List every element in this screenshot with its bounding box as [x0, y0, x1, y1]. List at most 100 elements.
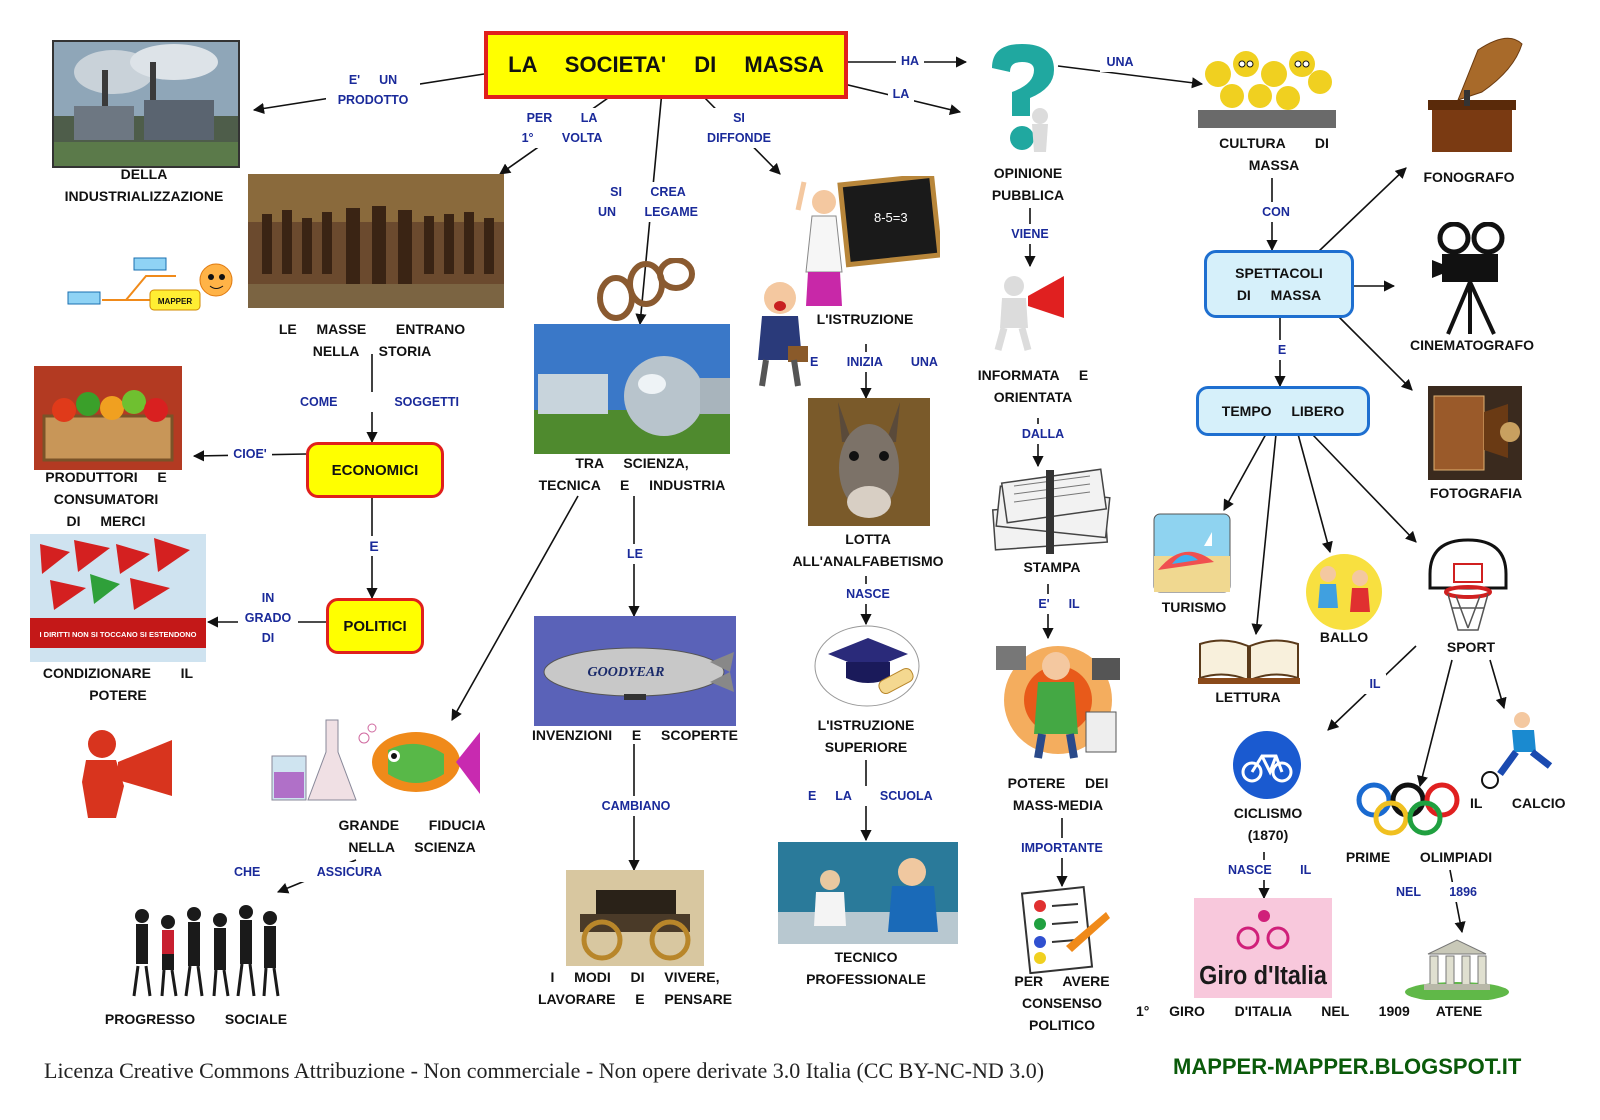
- link-con: CON: [1256, 202, 1296, 222]
- donkey-image: [808, 398, 930, 526]
- link-una: UNA: [1100, 52, 1140, 72]
- link-il: IL: [1364, 674, 1386, 694]
- arrow-sport-calcio: [1489, 659, 1507, 710]
- node-cultura-di-massa: CULTURA DI MASSA: [1219, 135, 1329, 173]
- link-e-spettacoli-tempo: E: [1272, 340, 1292, 360]
- link-dalla: DALLA: [1016, 424, 1070, 444]
- node-consenso-politico: PER AVERE CONSENSO POLITICO: [1014, 973, 1110, 1033]
- node-potere-mass-media: POTERE DEI MASS-MEDIA: [1007, 775, 1109, 813]
- lab-glassware-and-fish-image: [268, 716, 484, 806]
- node-istruzione-superiore: L'ISTRUZIONE SUPERIORE: [817, 717, 915, 755]
- arrow-spettacoli-fotografia: [1333, 311, 1413, 391]
- node-spettacoli-di-massa: SPETTACOLI DI MASSA: [1204, 250, 1354, 318]
- megaphone-figure-image: [988, 266, 1072, 352]
- node-sport: SPORT: [1446, 639, 1496, 655]
- graduation-cap-icon: [812, 624, 922, 708]
- node-invenzioni-scoperte: INVENZIONI E SCOPERTE: [531, 727, 739, 743]
- link-in-grado-di: IN GRADO DI: [238, 588, 298, 648]
- protest-flags-image: I DIRITTI NON SI TOCCANO SI ESTENDONO: [30, 534, 206, 662]
- arrow-scienza-fiducia: [451, 495, 579, 721]
- node-stampa: STAMPA: [1023, 559, 1081, 575]
- arrow-tempo-lettura: [1251, 433, 1277, 636]
- node-lotta-analfabetismo: LOTTA ALL'ANALFABETISMO: [792, 531, 944, 569]
- vintage-car-image: [566, 870, 704, 966]
- link-nasce-il: NASCE IL: [1226, 860, 1311, 880]
- link-come-soggetti: COME SOGGETTI: [298, 392, 459, 412]
- link-viene: VIENE: [1006, 224, 1054, 244]
- link-che-assicura: CHE ASSICURA: [232, 862, 382, 882]
- goodyear-logo-text: GOODYEAR: [587, 665, 664, 680]
- link-nasce: NASCE: [840, 584, 896, 604]
- crying-student-image: [748, 276, 814, 390]
- arrow-sport-olimpiadi: [1417, 659, 1453, 788]
- link-le: LE: [622, 544, 648, 564]
- node-tecnico-professionale: TECNICO PROFESSIONALE: [806, 949, 926, 987]
- node-scienza-tecnica-industria: TRA SCIENZA, TECNICA E INDUSTRIA: [538, 455, 726, 493]
- soccer-player-image: [1476, 708, 1560, 790]
- giro-italia-logo-image: Giro d'Italia: [1194, 898, 1332, 998]
- link-e-inizia-una: E INIZIA UNA: [808, 352, 938, 372]
- link-e-la-scuola: E LA SCUOLA: [806, 786, 933, 806]
- quarto-stato-painting-image: [248, 174, 504, 308]
- dancing-children-image: [1302, 550, 1386, 632]
- node-modi-vivere: I MODI DI VIVERE, LAVORARE E PENSARE: [537, 969, 733, 1007]
- node-tempo-libero: TEMPO LIBERO: [1196, 386, 1370, 436]
- node-industrializzazione: DELLA INDUSTRIALIZZAZIONE: [64, 166, 224, 204]
- bicycle-sign-icon: [1232, 730, 1302, 800]
- arrow-tempo-sport: [1311, 433, 1417, 543]
- node-informata-orientata: INFORMATA E ORIENTATA: [977, 367, 1089, 405]
- link-e-economici-politici: E: [364, 536, 384, 556]
- license-text: Licenza Creative Commons Attribuzione - …: [44, 1058, 1045, 1083]
- link-la: LA: [888, 84, 914, 104]
- arrow-spettacoli-fonografo: [1317, 167, 1407, 253]
- node-giro-italia-1909: 1° GIRO D'ITALIA NEL 1909: [1136, 1003, 1410, 1019]
- cartoon-intellectuals-image: [1198, 34, 1336, 128]
- node-turismo: TURISMO: [1161, 599, 1227, 615]
- antique-camera-image: [1428, 386, 1522, 480]
- mass-media-man-image: [994, 638, 1124, 760]
- arrow-tempo-turismo: [1223, 433, 1267, 511]
- gramophone-image: [1418, 30, 1526, 158]
- link-prodotto: E' UN PRODOTTO: [326, 70, 420, 110]
- dome-geode-image: [534, 324, 730, 454]
- greek-temple-image: [1402, 932, 1512, 1000]
- teacher-blackboard-image: 8-5=3: [790, 176, 940, 310]
- node-prime-olimpiadi: PRIME OLIMPIADI: [1345, 849, 1493, 865]
- blimp-image: GOODYEAR: [534, 616, 736, 726]
- mapper-mascot-image: MAPPER: [66, 256, 246, 316]
- node-opinione-pubblica: OPINIONE PUBBLICA: [991, 165, 1065, 203]
- link-cambiano: CAMBIANO: [594, 796, 678, 816]
- technical-lab-image: [778, 842, 958, 944]
- link-ha: HA: [896, 51, 924, 71]
- mapper-logo-text: MAPPER: [158, 297, 192, 306]
- map-title: LA SOCIETA' DI MASSA: [484, 31, 848, 99]
- link-per-la-prima-volta: PER LA 1° VOLTA: [516, 108, 608, 148]
- node-atene: ATENE: [1435, 1003, 1483, 1019]
- link-si-diffonde: SI DIFFONDE: [698, 108, 780, 148]
- link-e-il: E' IL: [1034, 594, 1084, 614]
- link-nel-1896: NEL 1896: [1394, 882, 1478, 902]
- node-produttori-consumatori: PRODUTTORI E CONSUMATORI DI MERCI: [45, 469, 167, 529]
- node-progresso-sociale: PROGRESSO SOCIALE: [104, 1011, 288, 1027]
- node-politici: POLITICI: [326, 598, 424, 654]
- chain-link-icon: [590, 258, 700, 322]
- basketball-hoop-icon: [1426, 538, 1510, 634]
- node-fiducia-scienza: GRANDE FIDUCIA NELLA SCIENZA: [338, 817, 486, 855]
- beach-umbrella-image: [1152, 512, 1232, 594]
- site-link[interactable]: MAPPER-MAPPER.BLOGSPOT.IT: [1173, 1054, 1522, 1079]
- node-il-calcio: IL CALCIO: [1470, 795, 1566, 811]
- celebrating-people-image: [122, 896, 282, 1000]
- link-importante: IMPORTANTE: [1012, 838, 1112, 858]
- giro-logo-text: Giro d'Italia: [1199, 962, 1327, 990]
- blackboard-text: 8-5=3: [874, 210, 908, 225]
- link-si-crea-un-legame: SI CREA UN LEGAME: [596, 182, 700, 222]
- open-book-icon: [1196, 634, 1302, 686]
- film-camera-icon: [1432, 222, 1512, 336]
- newspapers-image: [984, 466, 1118, 554]
- question-mark-thinker-image: [982, 40, 1062, 156]
- node-masse-entrano: LE MASSE ENTRANO NELLA STORIA: [278, 321, 466, 359]
- megaphone-silhouette-icon: [68, 722, 178, 822]
- protest-banner-text: I DIRITTI NON SI TOCCANO SI ESTENDONO: [40, 630, 197, 639]
- node-economici: ECONOMICI: [306, 442, 444, 498]
- checklist-icon: [1018, 886, 1110, 974]
